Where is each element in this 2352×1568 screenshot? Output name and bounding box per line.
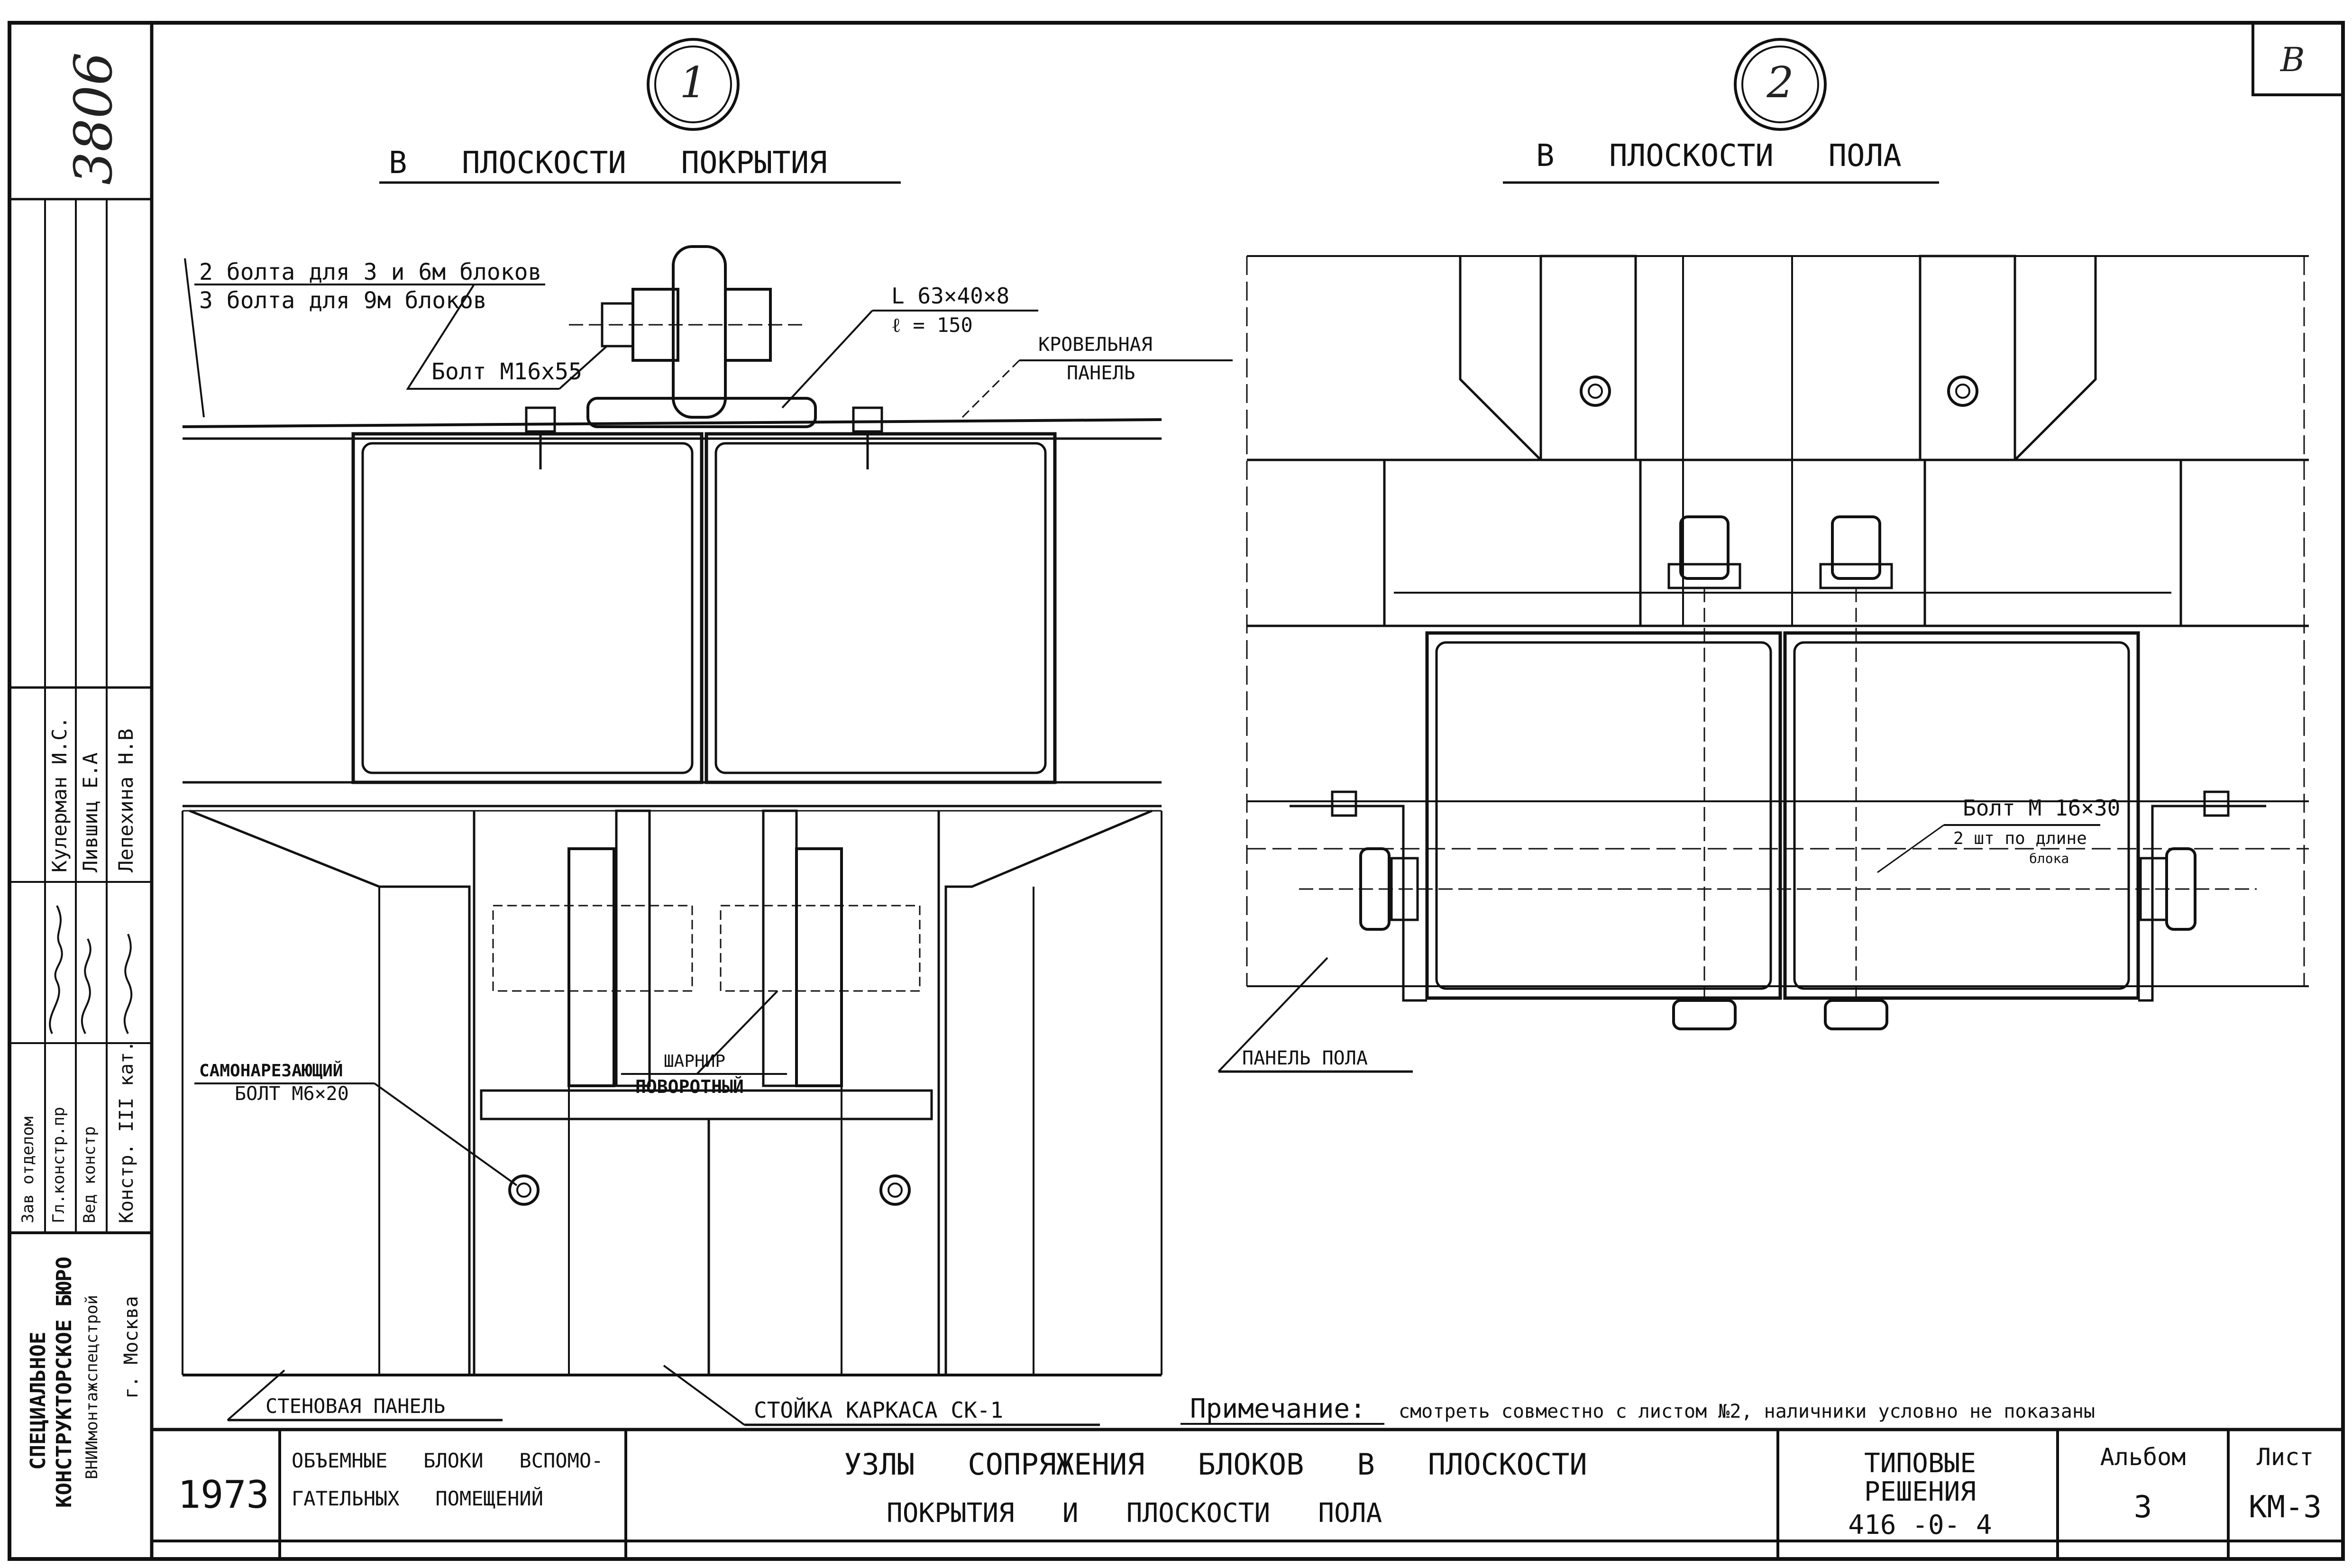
view-2-title: В ПЛОСКОСТИ ПОЛА [1536, 138, 1902, 174]
name-kulerman: Кулерман И.С. [48, 716, 71, 872]
view-2-structure [1246, 255, 2309, 1030]
title-series-3: 416 -0- 4 [1848, 1510, 1992, 1540]
org-city: г. Москва [120, 1296, 142, 1399]
title-drawing-2: ПОКРЫТИЯ И ПЛОСКОСТИ ПОЛА [887, 1498, 1382, 1529]
callout-angle-size: L 63×40×8 [891, 283, 1009, 309]
callout-floor-panel: ПАНЕЛЬ ПОЛА [1242, 1047, 1368, 1069]
title-project-2: ГАТЕЛЬНЫХ ПОМЕЩЕНИЙ [292, 1486, 543, 1510]
corner-mark: В [2279, 40, 2305, 79]
view-1-roof-plane: 1 В ПЛОСКОСТИ ПОКРЫТИЯ [182, 38, 1233, 1426]
left-approval-strip: 3806 Зав отделом Гл.констр.пр Вед констр… [9, 52, 152, 1508]
role-lead-designer: Вед констр [80, 1126, 99, 1223]
title-drawing-1: УЗЛЫ СОПРЯЖЕНИЯ БЛОКОВ В ПЛОСКОСТИ [844, 1447, 1587, 1482]
sheet-number-handwritten: 3806 [63, 52, 124, 185]
callout-wall-panel: СТЕНОВАЯ ПАНЕЛЬ [265, 1394, 445, 1418]
org-line-3: ВНИИмонтажспецстрой [82, 1295, 101, 1479]
view-1-number-circle: 1 [647, 38, 740, 131]
view-2-callouts: Болт М 16×30 2 шт по длине блока ПАНЕЛЬ … [1217, 795, 2120, 1073]
view-2-floor-plane: 2 В ПЛОСКОСТИ ПОЛА [1217, 38, 2309, 1073]
callout-bolts-qty-1: 2 болта для 3 и 6м блоков [199, 259, 541, 285]
title-series-1: ТИПОВЫЕ [1864, 1448, 1976, 1479]
org-line-2: КОНСТРУКТОРСКОЕ БЮРО [52, 1256, 76, 1508]
signature-1 [49, 905, 63, 1034]
org-line-1: СПЕЦИАЛЬНОЕ [26, 1332, 50, 1470]
title-block: 1973 ОБЪЕМНЫЕ БЛОКИ ВСПОМО- ГАТЕЛЬНЫХ ПО… [152, 1430, 2343, 1559]
callout-hinge-2: ПОВОРОТНЫЙ [635, 1076, 744, 1097]
note-text: смотреть совместно с листом №2, наличник… [1399, 1401, 2095, 1422]
callout-bolt-m16x30: Болт М 16×30 [1963, 795, 2120, 821]
title-project-1: ОБЪЕМНЫЕ БЛОКИ ВСПОМО- [292, 1449, 603, 1472]
sheet-frame: В [8, 21, 2345, 1561]
title-album-value: 3 [2134, 1490, 2152, 1525]
svg-text:2: 2 [1766, 58, 1794, 108]
svg-text:1: 1 [679, 58, 706, 108]
role-head: Зав отделом [18, 1117, 37, 1223]
title-sheet-label: Лист [2257, 1443, 2314, 1471]
name-livshits: Лившиц Е.А [79, 752, 102, 872]
callout-bolt-m16x55: Болт М16х55 [431, 358, 582, 385]
view-2-number-circle: 2 [1734, 38, 1827, 131]
callout-angle-length: ℓ = 150 [891, 313, 973, 337]
callout-screw-2: БОЛТ М6×20 [235, 1083, 349, 1105]
title-sheet-value: КМ-3 [2249, 1490, 2322, 1525]
role-designer: Констр. III кат. [116, 1041, 137, 1223]
name-lepekhina: Лепехина Н.В [114, 729, 137, 872]
drawing-note: Примечание: смотреть совместно с листом … [1181, 1394, 2095, 1425]
title-album-label: Альбом [2100, 1443, 2186, 1471]
callout-screw-1: САМОНАРЕЗАЮЩИЙ [199, 1061, 343, 1081]
callout-roof-panel-2: ПАНЕЛЬ [1067, 362, 1135, 384]
title-year: 1973 [178, 1473, 269, 1517]
callout-bolt-block: блока [2029, 851, 2069, 866]
signature-3 [123, 934, 133, 1034]
callout-roof-panel-1: КРОВЕЛЬНАЯ [1038, 334, 1153, 356]
view-1-title: В ПЛОСКОСТИ ПОКРЫТИЯ [389, 146, 827, 181]
callout-column-sk1: СТОЙКА КАРКАСА СК-1 [754, 1397, 1003, 1423]
title-series-2: РЕШЕНИЯ [1864, 1476, 1976, 1507]
callout-bolts-qty-2: 3 болта для 9м блоков [199, 287, 487, 314]
role-chief-engineer: Гл.констр.пр [49, 1107, 68, 1223]
signature-2 [81, 938, 92, 1034]
callout-bolt-qty: 2 шт по длине [1953, 829, 2087, 848]
view-1-callouts: 2 болта для 3 и 6м блоков 3 болта для 9м… [184, 258, 1233, 1426]
note-label: Примечание: [1190, 1394, 1366, 1424]
view-1-structure [182, 245, 1162, 1376]
